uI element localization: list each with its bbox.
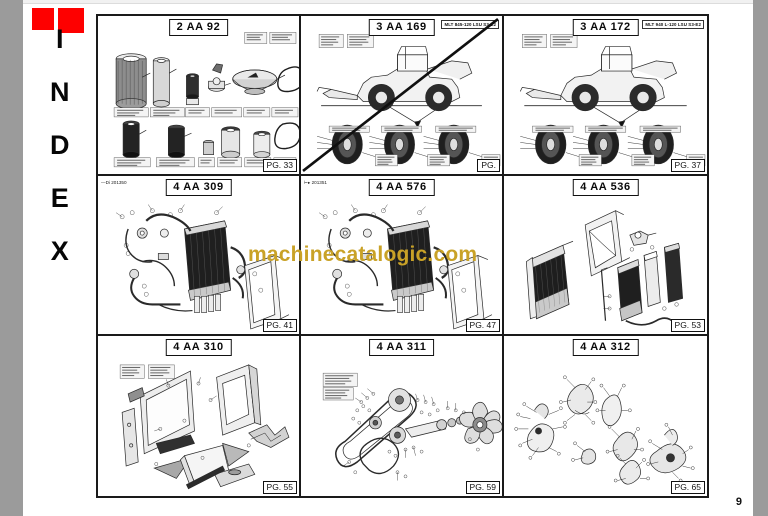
cell-page-ref: PG. <box>477 159 500 172</box>
cell-model-label: MLT 845-120 LSU S3-E2 <box>441 20 499 29</box>
cell-code: 2 AA 92 <box>168 19 229 36</box>
red-marker-square-2 <box>58 8 84 33</box>
cell-code: 3 AA 169 <box>368 19 435 36</box>
right-gutter <box>753 0 768 516</box>
cell-code: 4 AA 312 <box>572 339 639 356</box>
cell-part-ref: ⊢▸ 201351 <box>304 180 327 185</box>
exploded-diagram-fan-belt-drive <box>301 336 502 496</box>
index-cell-2-aa-92[interactable]: 2 AA 92 PG. 33 <box>98 16 301 176</box>
index-cell-4-aa-312[interactable]: 4 AA 312 PG. 65 <box>504 336 707 496</box>
index-thumbnail-grid: 2 AA 92 PG. 33 <box>96 14 709 498</box>
index-letter-x: X <box>50 236 69 266</box>
index-cell-4-aa-536[interactable]: 4 AA 536 PG. 53 <box>504 176 707 336</box>
page-number: 9 <box>735 496 742 508</box>
index-label: I N D E X <box>50 26 70 265</box>
cell-code: 3 AA 172 <box>572 19 639 36</box>
top-edge-strip <box>23 0 753 4</box>
red-marker-square-1 <box>32 8 54 30</box>
exploded-diagram-panels-guards <box>98 336 299 496</box>
left-gutter <box>0 0 23 516</box>
cell-code: 4 AA 311 <box>368 339 435 356</box>
cell-page-ref: PG. 59 <box>465 481 500 494</box>
cell-page-ref: PG. 47 <box>465 319 500 332</box>
exploded-diagram-filters <box>98 16 299 174</box>
index-cell-4-aa-309[interactable]: 4 AA 309 —Di 201350 PG. 41 <box>98 176 301 336</box>
cell-model-label: MLT 940 L-120 LSU S3-E2 <box>642 20 704 29</box>
cell-code: 4 AA 309 <box>165 179 232 196</box>
index-letter-n: N <box>50 77 70 107</box>
index-letter-i: I <box>55 24 64 54</box>
cell-part-ref: —Di 201350 <box>101 180 127 185</box>
cell-code: 4 AA 576 <box>368 179 435 196</box>
index-cell-4-aa-311[interactable]: 4 AA 311 PG. 59 <box>301 336 504 496</box>
cell-page-ref: PG. 53 <box>670 319 705 332</box>
index-cell-3-aa-172[interactable]: 3 AA 172 MLT 940 L-120 LSU S3-E2 PG. 37 <box>504 16 707 176</box>
cell-page-ref: PG. 55 <box>262 481 297 494</box>
site-watermark: machinecatalogic.com <box>248 243 478 266</box>
index-cell-3-aa-169[interactable]: 3 AA 169 MLT 845-120 LSU S3-E2 PG. <box>301 16 504 176</box>
index-tab: I N D E X <box>32 8 88 298</box>
exploded-diagram-radiator-assembly-alt <box>301 176 502 334</box>
cell-page-ref: PG. 37 <box>670 159 705 172</box>
cell-page-ref: PG. 33 <box>262 159 297 172</box>
exploded-diagram-radiator-assembly <box>98 176 299 334</box>
exploded-diagram-telehandler-wheels <box>301 16 502 174</box>
exploded-diagram-brackets-mounts <box>504 336 707 496</box>
exploded-diagram-radiator-cores <box>504 176 707 334</box>
index-cell-4-aa-576[interactable]: 4 AA 576 ⊢▸ 201351 PG. 47 <box>301 176 504 336</box>
cell-page-ref: PG. 41 <box>262 319 297 332</box>
exploded-diagram-telehandler-wheels-alt <box>504 16 707 174</box>
cell-page-ref: PG. 65 <box>670 481 705 494</box>
cell-code: 4 AA 536 <box>572 179 639 196</box>
index-letter-e: E <box>50 183 69 213</box>
index-letter-d: D <box>50 130 70 160</box>
index-cell-4-aa-310[interactable]: 4 AA 310 PG. 55 <box>98 336 301 496</box>
cell-code: 4 AA 310 <box>165 339 232 356</box>
